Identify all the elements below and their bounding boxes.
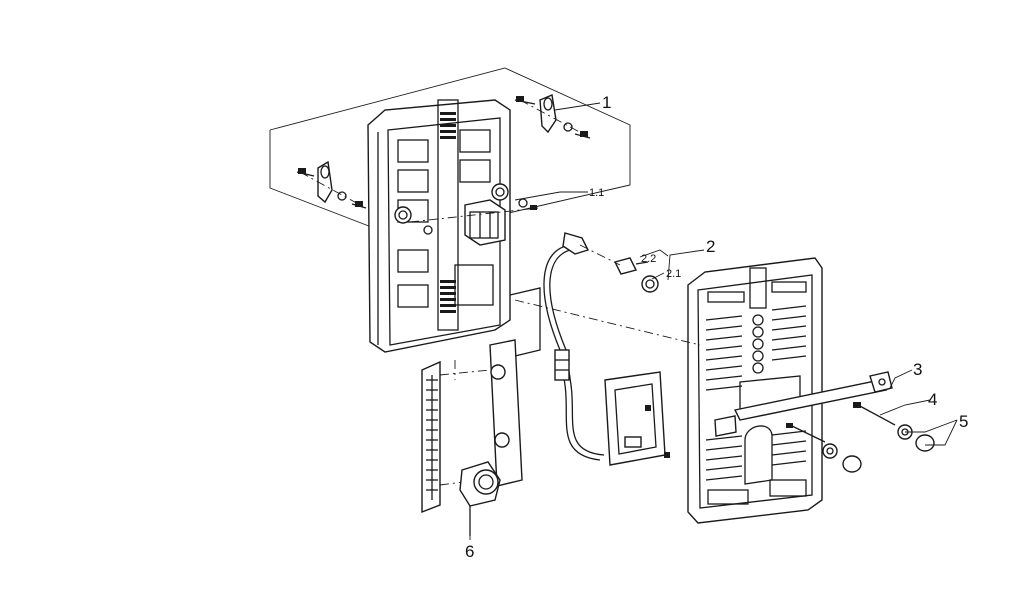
junction-box <box>464 199 506 246</box>
screw-4 <box>786 402 896 443</box>
panel-ribs <box>705 305 807 481</box>
callout-6: 6 <box>465 542 474 561</box>
callout-2: 2 <box>706 237 715 256</box>
fitting-2-1 <box>641 275 659 293</box>
callout-2-2: 2.2 <box>641 253 656 265</box>
cover-frame <box>604 371 670 466</box>
fitting-2-2 <box>613 257 649 275</box>
lower-rail-frame <box>421 339 523 514</box>
frame-ribs <box>397 129 494 308</box>
callout-1-1: 1.1 <box>589 187 604 199</box>
callout-2-1: 2.1 <box>666 268 681 280</box>
assembly-axes <box>454 244 701 380</box>
center-spine <box>749 267 767 374</box>
callout-5: 5 <box>959 412 968 431</box>
wall-panel <box>687 257 823 524</box>
callout-4: 4 <box>928 390 937 409</box>
serration-top <box>440 112 456 139</box>
valve-body-6 <box>459 461 501 536</box>
cap-set-5 <box>822 424 935 473</box>
callout-3: 3 <box>913 360 922 379</box>
flexible-hose <box>543 232 605 461</box>
washer-set-1-1 <box>409 198 539 235</box>
rail-serrations <box>426 375 438 500</box>
bracket-1-left <box>296 160 367 209</box>
callout-1: 1 <box>602 93 611 112</box>
bracket-1-right <box>514 94 591 139</box>
mounting-frame <box>367 99 541 357</box>
serration-bottom <box>440 280 456 313</box>
mounting-bar-3 <box>714 371 893 437</box>
leader-lines <box>469 102 958 540</box>
